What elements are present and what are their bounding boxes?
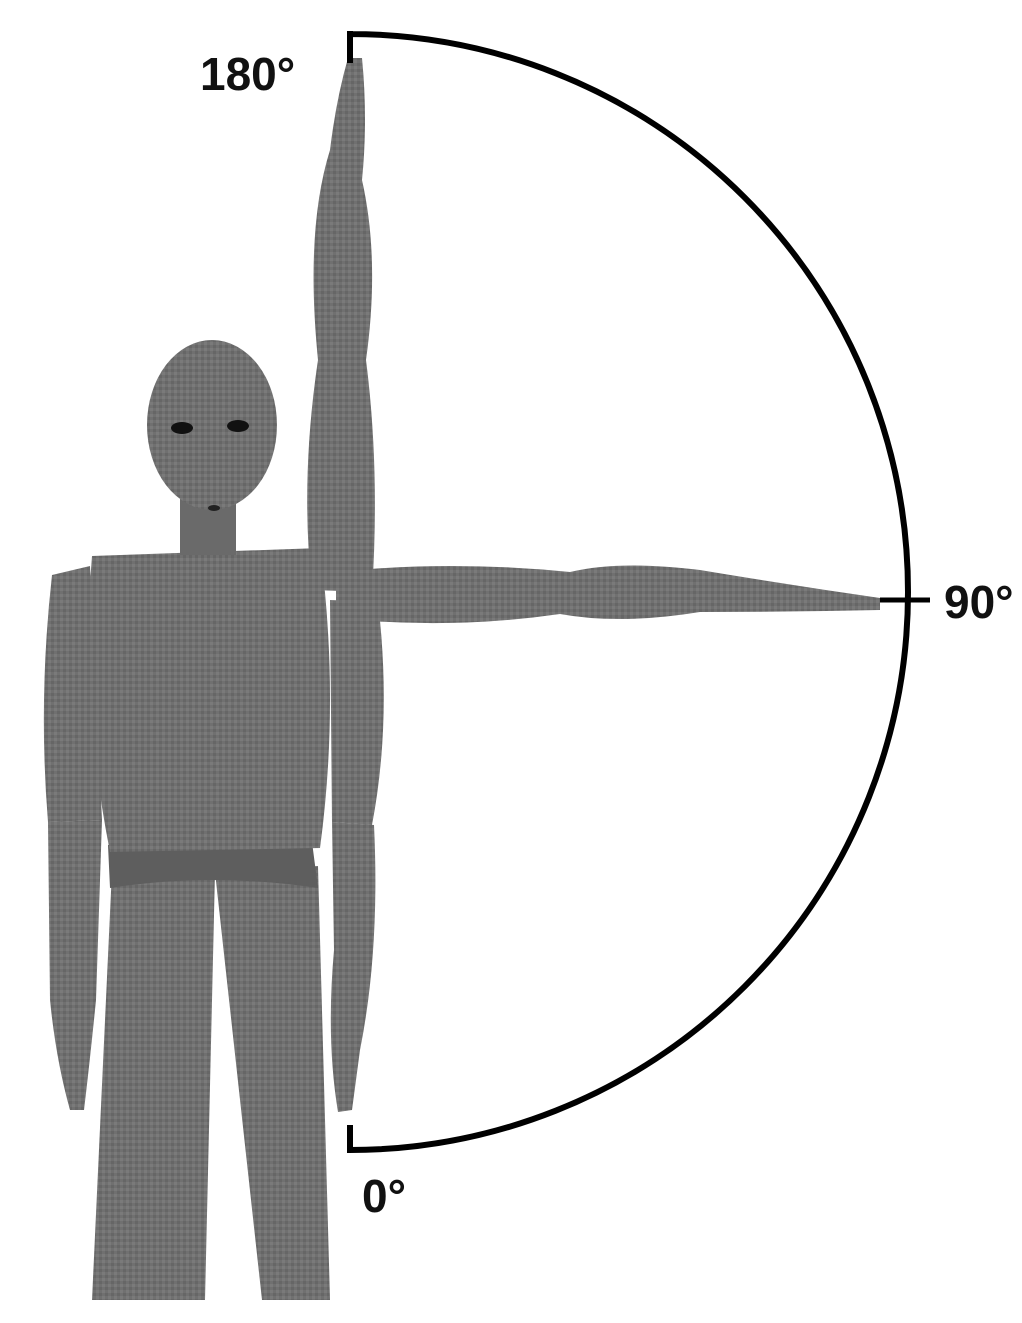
left-eye [171,422,193,434]
label-180: 180° [200,48,295,100]
label-0: 0° [362,1170,406,1222]
label-90: 90° [944,576,1014,628]
right-eye [227,420,249,432]
abducted-arm [336,565,880,623]
right-forearm [331,822,376,1112]
left-leg [92,870,215,1300]
raised-arm [307,58,375,592]
torso [89,548,330,852]
head [147,340,277,510]
right-leg [215,866,330,1300]
mouth [208,505,220,511]
mannequin-figure [44,58,880,1300]
left-forearm [48,820,102,1110]
right-upper-arm [330,600,384,825]
